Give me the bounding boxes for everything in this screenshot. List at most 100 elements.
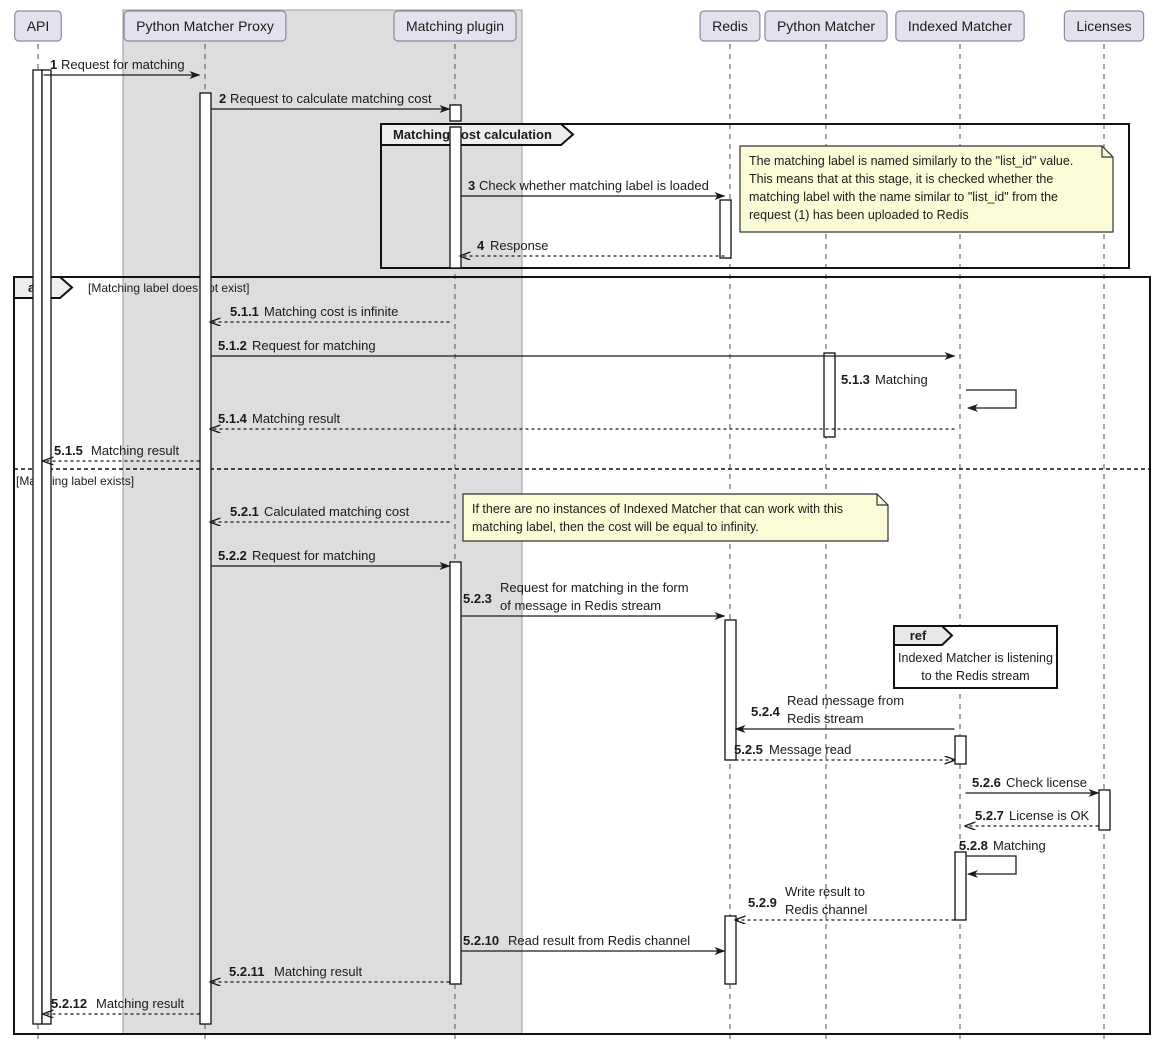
message-5.1.5: 5.1.5 Matching result bbox=[44, 443, 200, 461]
act-idx-2 bbox=[954, 735, 967, 765]
act-plugin-2 bbox=[449, 126, 462, 269]
message-4: 4 Response bbox=[461, 238, 725, 256]
message-self-arrow bbox=[966, 389, 1017, 412]
message-5.2.1: 5.2.1 Calculated matching cost bbox=[211, 504, 450, 522]
message-sequence-number: 5.2.5 bbox=[734, 742, 763, 757]
ref-fragment-title: ref bbox=[910, 628, 927, 643]
message-label: Matching result bbox=[274, 964, 363, 979]
message-sequence-number: 5.1.3 bbox=[841, 372, 870, 387]
message-sequence-number: 5.2.4 bbox=[751, 704, 781, 719]
message-5.2.8: 5.2.8 Matching bbox=[959, 838, 1046, 878]
act-api-outer bbox=[32, 69, 43, 1025]
note-line: The matching label is named similarly to… bbox=[749, 154, 1073, 168]
notes-layer: The matching label is named similarly to… bbox=[462, 145, 1114, 542]
note-line: request (1) has been uploaded to Redis bbox=[749, 208, 969, 222]
message-sequence-number: 5.1.4 bbox=[218, 411, 248, 426]
participant-box-proxy[interactable] bbox=[123, 10, 287, 42]
participant-box-pymatcher[interactable] bbox=[764, 10, 888, 42]
message-5.2.10: 5.2.10 Read result from Redis channel bbox=[460, 933, 726, 955]
message-label: Matching result bbox=[96, 996, 185, 1011]
participant-label-proxy: Python Matcher Proxy bbox=[136, 18, 274, 34]
message-label: Redis stream bbox=[787, 711, 864, 726]
note-line: This means that at this stage, it is che… bbox=[749, 172, 1053, 186]
act-idx-1 bbox=[823, 352, 836, 438]
message-sequence-number: 5.2.2 bbox=[218, 548, 247, 563]
participant-label-idxmatcher: Indexed Matcher bbox=[908, 18, 1013, 34]
message-sequence-number: 5.2.1 bbox=[230, 504, 259, 519]
note-fold bbox=[876, 494, 888, 506]
participant-label-licenses: Licenses bbox=[1076, 18, 1131, 34]
message-sequence-number: 3 bbox=[468, 178, 475, 193]
ref-fragment-body-line: to the Redis stream bbox=[921, 669, 1029, 683]
fragment-alt bbox=[13, 276, 1151, 1035]
act-redis-3 bbox=[724, 915, 737, 985]
ref-fragment-body-line: Indexed Matcher is listening bbox=[898, 651, 1053, 665]
message-label: Read result from Redis channel bbox=[508, 933, 690, 948]
message-self-arrow bbox=[966, 855, 1017, 878]
message-label: Read message from bbox=[787, 693, 904, 708]
message-label: Write result to bbox=[785, 884, 865, 899]
message-sequence-number: 4 bbox=[477, 238, 485, 253]
message-5.2.9: 5.2.9 Write result to Redis channel bbox=[736, 884, 955, 920]
participant-label-redis: Redis bbox=[712, 18, 748, 34]
act-proxy-1 bbox=[199, 92, 212, 1025]
message-label: Request for matching bbox=[61, 57, 185, 72]
act-idx-3 bbox=[954, 851, 967, 921]
message-sequence-number: 5.2.10 bbox=[463, 933, 499, 948]
fragment-title: Matching cost calculation bbox=[393, 127, 552, 142]
message-label: Request for matching in the form bbox=[500, 580, 689, 595]
participant-box-api[interactable] bbox=[14, 10, 62, 42]
message-label: Matching bbox=[993, 838, 1046, 853]
message-label: Check license bbox=[1006, 775, 1087, 790]
message-sequence-number: 2 bbox=[219, 91, 226, 106]
act-plugin-1 bbox=[449, 104, 462, 122]
participant-box-idxmatcher[interactable] bbox=[895, 10, 1025, 42]
message-5.1.3: 5.1.3 Matching bbox=[841, 372, 1017, 412]
message-5.2.5: 5.2.5 Message read bbox=[734, 742, 955, 760]
note-infinity bbox=[462, 493, 889, 542]
message-label: Matching result bbox=[252, 411, 341, 426]
act-redis-1 bbox=[719, 199, 732, 259]
participant-label-api: API bbox=[27, 18, 50, 34]
message-label: Request for matching bbox=[252, 548, 376, 563]
message-label: Request for matching bbox=[252, 338, 376, 353]
message-label: Calculated matching cost bbox=[264, 504, 410, 519]
participant-box-plugin[interactable] bbox=[393, 10, 517, 42]
act-redis-2 bbox=[724, 619, 737, 761]
fragment-tab bbox=[380, 123, 575, 146]
message-sequence-number: 5.1.1 bbox=[230, 304, 259, 319]
message-sequence-number: 1 bbox=[50, 57, 57, 72]
message-label: Message read bbox=[769, 742, 851, 757]
message-sequence-number: 5.1.5 bbox=[54, 443, 83, 458]
note-fold bbox=[1101, 146, 1113, 158]
participant-box-licenses[interactable] bbox=[1063, 10, 1145, 42]
participant-box-redis[interactable] bbox=[699, 10, 761, 42]
message-5.2.2: 5.2.2 Request for matching bbox=[210, 548, 451, 570]
note-line: matching label with the name similar to … bbox=[749, 190, 1058, 204]
message-label: Matching result bbox=[91, 443, 180, 458]
note-line: matching label, then the cost will be eq… bbox=[472, 520, 759, 534]
message-label: License is OK bbox=[1009, 808, 1090, 823]
message-label: Response bbox=[490, 238, 549, 253]
act-plugin-3 bbox=[449, 561, 462, 985]
ref-fragment bbox=[893, 625, 1058, 689]
message-sequence-number: 5.2.9 bbox=[748, 895, 777, 910]
message-sequence-number: 5.2.3 bbox=[463, 591, 492, 606]
message-label: Redis channel bbox=[785, 902, 867, 917]
message-sequence-number: 5.2.8 bbox=[959, 838, 988, 853]
message-label: Matching bbox=[875, 372, 928, 387]
